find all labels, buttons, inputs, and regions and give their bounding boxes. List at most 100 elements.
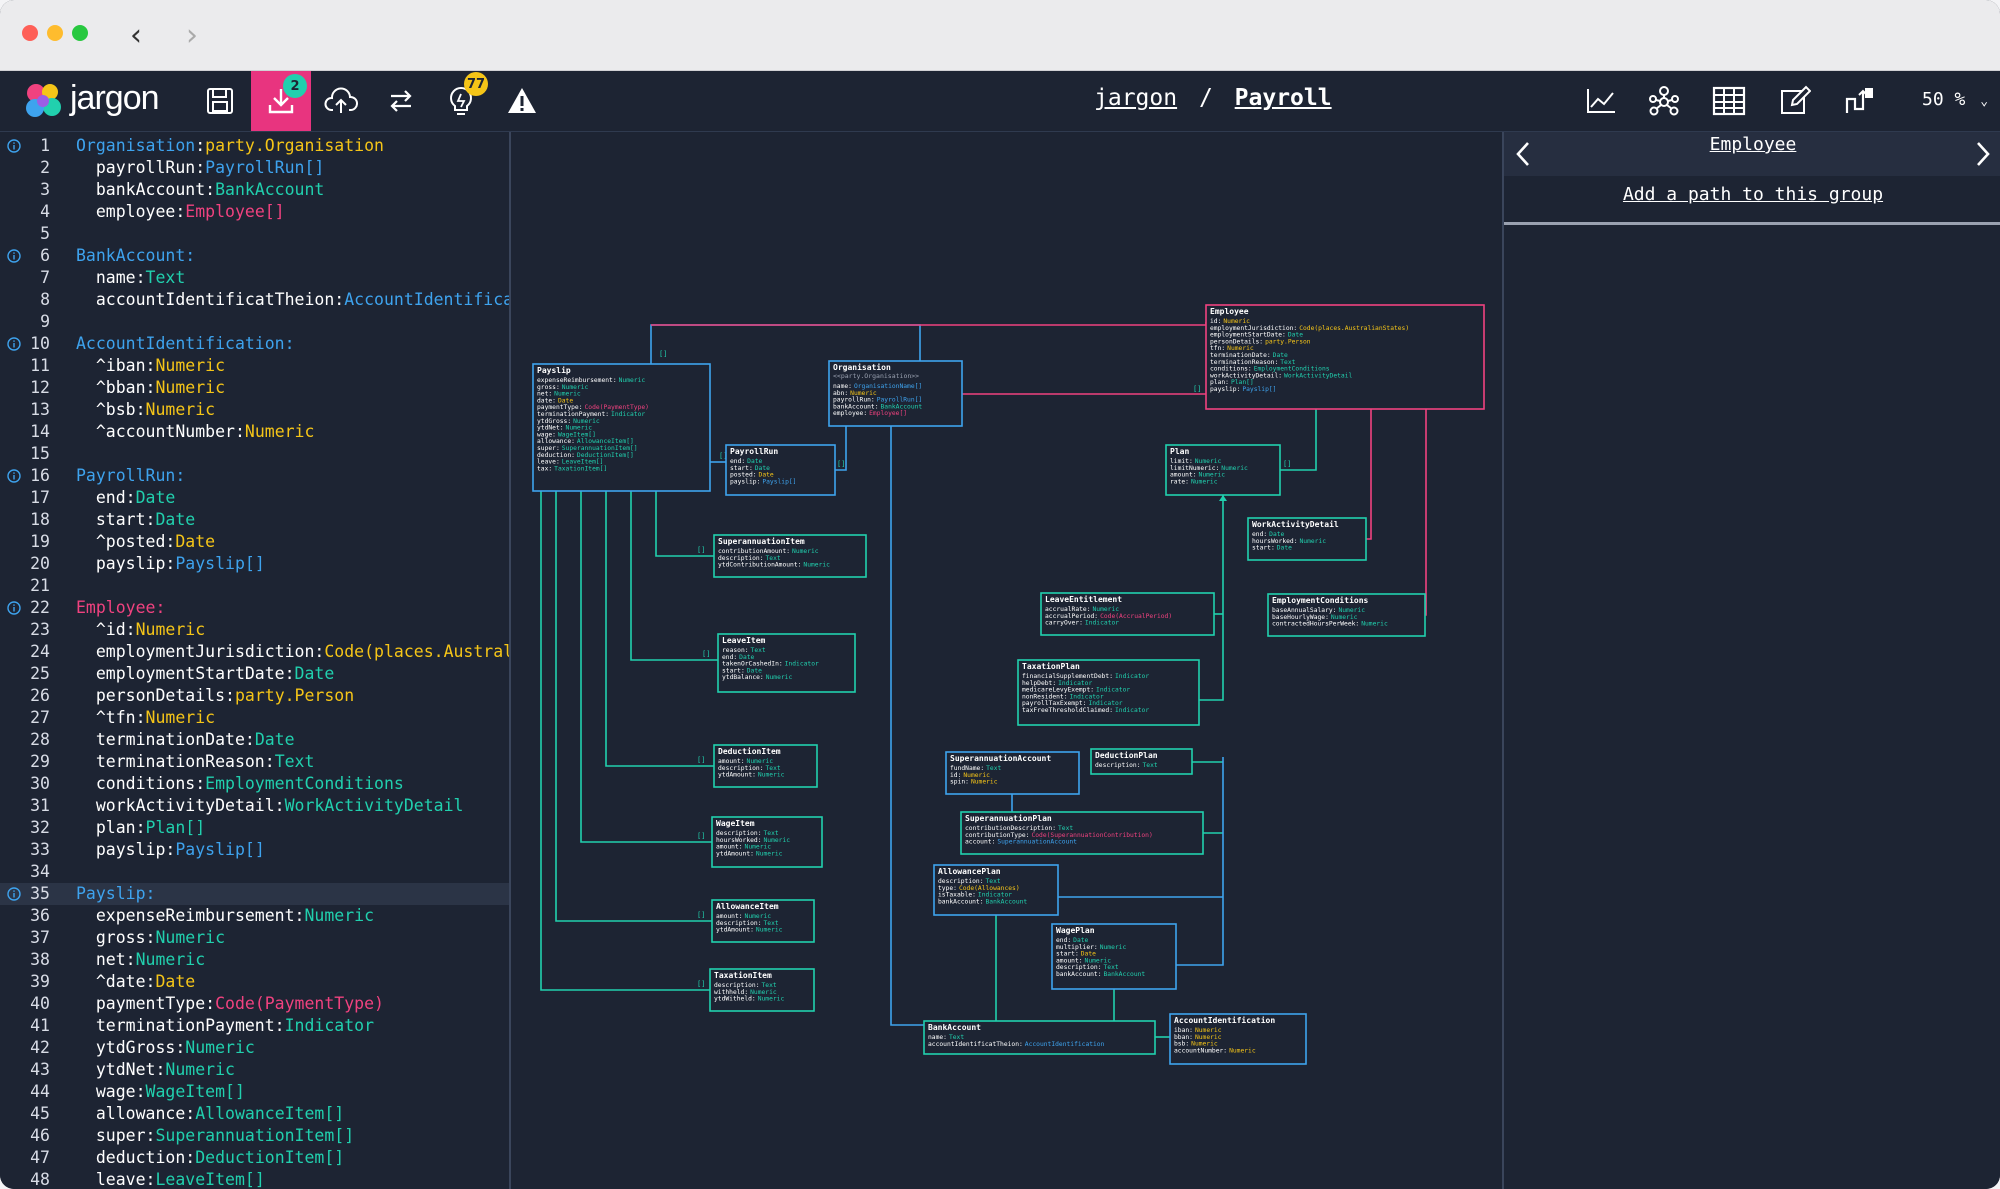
info-icon[interactable] [7, 249, 21, 263]
entity-wageplan[interactable]: WagePlanend:Datemultiplier:Numericstart:… [1051, 923, 1177, 990]
entity-allowanceplan[interactable]: AllowancePlandescription:Texttype:Code(A… [933, 864, 1059, 916]
code-line[interactable]: 37 gross:Numeric [0, 927, 509, 949]
swap-button[interactable] [371, 71, 431, 131]
forward-arrow-icon[interactable]: › [186, 18, 198, 53]
code-line[interactable]: 3 bankAccount:BankAccount [0, 179, 509, 201]
save-button[interactable] [190, 71, 250, 131]
entity-taxplan[interactable]: TaxationPlanfinancialSupplementDebt:Indi… [1017, 659, 1200, 726]
back-arrow-icon[interactable]: ‹ [130, 18, 142, 53]
zoom-select[interactable]: 50 % ⌄ [1922, 89, 1988, 110]
code-line[interactable]: 43 ytdNet:Numeric [0, 1059, 509, 1081]
code-line[interactable]: 8 accountIdentificatTheion:AccountIdenti… [0, 289, 509, 311]
code-line[interactable]: 42 ytdGross:Numeric [0, 1037, 509, 1059]
code-line[interactable]: 31 workActivityDetail:WorkActivityDetail [0, 795, 509, 817]
code-line[interactable]: 24 employmentJurisdiction:Code(places.Au… [0, 641, 509, 663]
code-line[interactable]: 32 plan:Plan[] [0, 817, 509, 839]
code-line[interactable]: 46 super:SuperannuationItem[] [0, 1125, 509, 1147]
graph-view-button[interactable] [1634, 71, 1694, 131]
table-view-button[interactable] [1699, 71, 1759, 131]
breadcrumb-project-link[interactable]: jargon [1094, 85, 1178, 111]
download-button[interactable]: 2 [251, 71, 311, 131]
code-line[interactable]: 19 ^posted:Date [0, 531, 509, 553]
code-line[interactable]: 20 payslip:Payslip[] [0, 553, 509, 575]
code-line[interactable]: 14 ^accountNumber:Numeric [0, 421, 509, 443]
entity-leaveent[interactable]: LeaveEntitlementaccrualRate:Numericaccru… [1040, 592, 1215, 636]
code-line[interactable]: 34 [0, 861, 509, 883]
entity-acctid[interactable]: AccountIdentificationiban:Numericbban:Nu… [1169, 1013, 1307, 1065]
entity-superacct[interactable]: SuperannuationAccountfundName:Textid:Num… [945, 751, 1080, 795]
close-window-button[interactable] [22, 25, 38, 41]
suggestions-button[interactable]: 77 [431, 71, 491, 131]
minimize-window-button[interactable] [47, 25, 63, 41]
code-line[interactable]: 18 start:Date [0, 509, 509, 531]
entity-bankaccount[interactable]: BankAccountname:TextaccountIdentificatTh… [923, 1020, 1156, 1055]
code-line[interactable]: 47 deduction:DeductionItem[] [0, 1147, 509, 1169]
breadcrumb-current-link[interactable]: Payroll [1234, 85, 1332, 111]
code-line[interactable]: 48 leave:LeaveItem[] [0, 1169, 509, 1189]
entity-plan[interactable]: Planlimit:NumericlimitNumeric:Numericamo… [1165, 444, 1281, 496]
entity-empcond[interactable]: EmploymentConditionsbaseAnnualSalary:Num… [1267, 593, 1426, 637]
zoom-window-button[interactable] [72, 25, 88, 41]
code-line[interactable]: 11 ^iban:Numeric [0, 355, 509, 377]
info-icon[interactable] [7, 337, 21, 351]
info-icon[interactable] [7, 601, 21, 615]
previous-group-icon[interactable] [1514, 140, 1532, 168]
code-line[interactable]: 41 terminationPayment:Indicator [0, 1015, 509, 1037]
mapping-view-button[interactable] [1829, 71, 1889, 131]
next-group-icon[interactable] [1974, 140, 1992, 168]
entity-employee[interactable]: Employeeid:NumericemploymentJurisdiction… [1205, 304, 1485, 410]
code-line[interactable]: 30 conditions:EmploymentConditions [0, 773, 509, 795]
code-line[interactable]: 21 [0, 575, 509, 597]
edit-view-button[interactable] [1765, 71, 1825, 131]
entity-taxitem[interactable]: TaxationItemdescription:Textwithheld:Num… [709, 968, 815, 1012]
code-line[interactable]: 15 [0, 443, 509, 465]
upload-button[interactable] [311, 71, 371, 131]
code-line[interactable]: 44 wage:WageItem[] [0, 1081, 509, 1103]
info-icon[interactable] [7, 139, 21, 153]
entity-payrollrun[interactable]: PayrollRunend:Datestart:Dateposted:Datep… [725, 444, 836, 496]
chart-view-button[interactable] [1571, 71, 1631, 131]
code-line[interactable]: 33 payslip:Payslip[] [0, 839, 509, 861]
entity-organisation[interactable]: Organisation<<party.Organisation>>name:O… [828, 360, 963, 427]
code-line[interactable]: 40 paymentType:Code(PaymentType) [0, 993, 509, 1015]
code-line[interactable]: 28 terminationDate:Date [0, 729, 509, 751]
entity-superitem[interactable]: SuperannuationItemcontributionAmount:Num… [713, 534, 867, 578]
info-icon[interactable] [7, 469, 21, 483]
entity-deductionitem[interactable]: DeductionItemamount:Numericdescription:T… [713, 744, 818, 788]
code-line[interactable]: 25 employmentStartDate:Date [0, 663, 509, 685]
code-line[interactable]: 27 ^tfn:Numeric [0, 707, 509, 729]
code-line[interactable]: 26 personDetails:party.Person [0, 685, 509, 707]
code-line[interactable]: 29 terminationReason:Text [0, 751, 509, 773]
entity-superplan[interactable]: SuperannuationPlancontributionDescriptio… [960, 811, 1204, 855]
info-icon[interactable] [7, 887, 21, 901]
code-line[interactable]: 5 [0, 223, 509, 245]
code-line[interactable]: 2 payrollRun:PayrollRun[] [0, 157, 509, 179]
code-line[interactable]: 39 ^date:Date [0, 971, 509, 993]
entity-payslip[interactable]: PayslipexpenseReimbursement:Numericgross… [532, 363, 711, 492]
code-line[interactable]: 17 end:Date [0, 487, 509, 509]
code-line[interactable]: 13 ^bsb:Numeric [0, 399, 509, 421]
entity-workactivity[interactable]: WorkActivityDetailend:DatehoursWorked:Nu… [1247, 517, 1367, 561]
entity-allowanceitem[interactable]: AllowanceItemamount:Numericdescription:T… [711, 899, 815, 943]
code-line[interactable]: 12 ^bban:Numeric [0, 377, 509, 399]
code-line[interactable]: 38 net:Numeric [0, 949, 509, 971]
entity-wageitem[interactable]: WageItemdescription:TexthoursWorked:Nume… [711, 816, 823, 868]
warnings-button[interactable] [492, 71, 552, 131]
entity-leaveitem[interactable]: LeaveItemreason:Textend:DatetakenOrCashe… [717, 633, 856, 693]
add-path-link[interactable]: Add a path to this group [1622, 184, 1884, 205]
code-line[interactable]: 45 allowance:AllowanceItem[] [0, 1103, 509, 1125]
code-line[interactable]: 9 [0, 311, 509, 333]
group-title-link[interactable]: Employee [1709, 134, 1797, 155]
code-line[interactable]: 23 ^id:Numeric [0, 619, 509, 641]
code-line[interactable]: 7 name:Text [0, 267, 509, 289]
code-line[interactable]: 36 expenseReimbursement:Numeric [0, 905, 509, 927]
